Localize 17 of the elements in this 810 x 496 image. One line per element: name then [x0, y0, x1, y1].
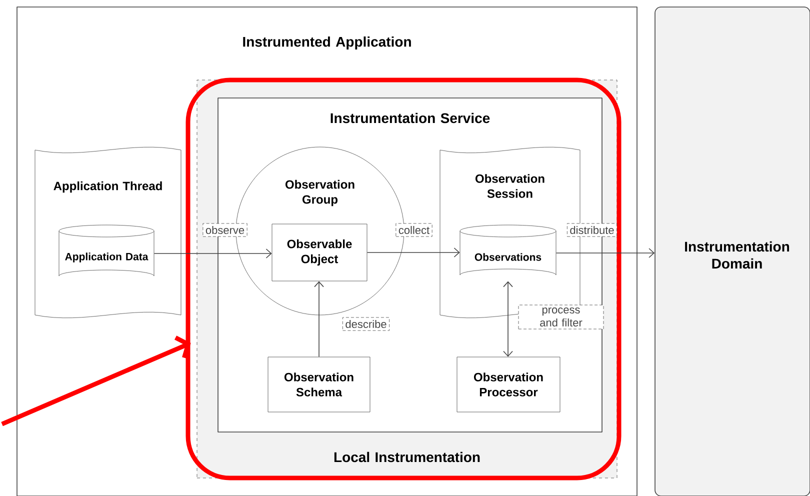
arrow — [1, 336, 191, 426]
arrow — [503, 281, 513, 357]
edge-label: describe — [342, 317, 390, 331]
arrow — [366, 248, 460, 258]
database-cylinder: Observations — [460, 224, 556, 276]
domain-box: Instrumentation Domain — [654, 6, 810, 496]
process-box: Observable Object — [272, 224, 368, 282]
arrow — [556, 248, 655, 258]
arrow — [154, 248, 272, 258]
edge-label: collect — [396, 223, 432, 237]
arrow — [314, 281, 324, 358]
edge-label: distribute — [567, 223, 618, 237]
process-box: Observation Processor — [456, 356, 560, 412]
edge-label: observe — [202, 223, 248, 237]
edge-label: process and filter — [518, 304, 604, 330]
database-cylinder: Application Data — [58, 224, 154, 276]
process-box: Observation Schema — [268, 356, 370, 412]
